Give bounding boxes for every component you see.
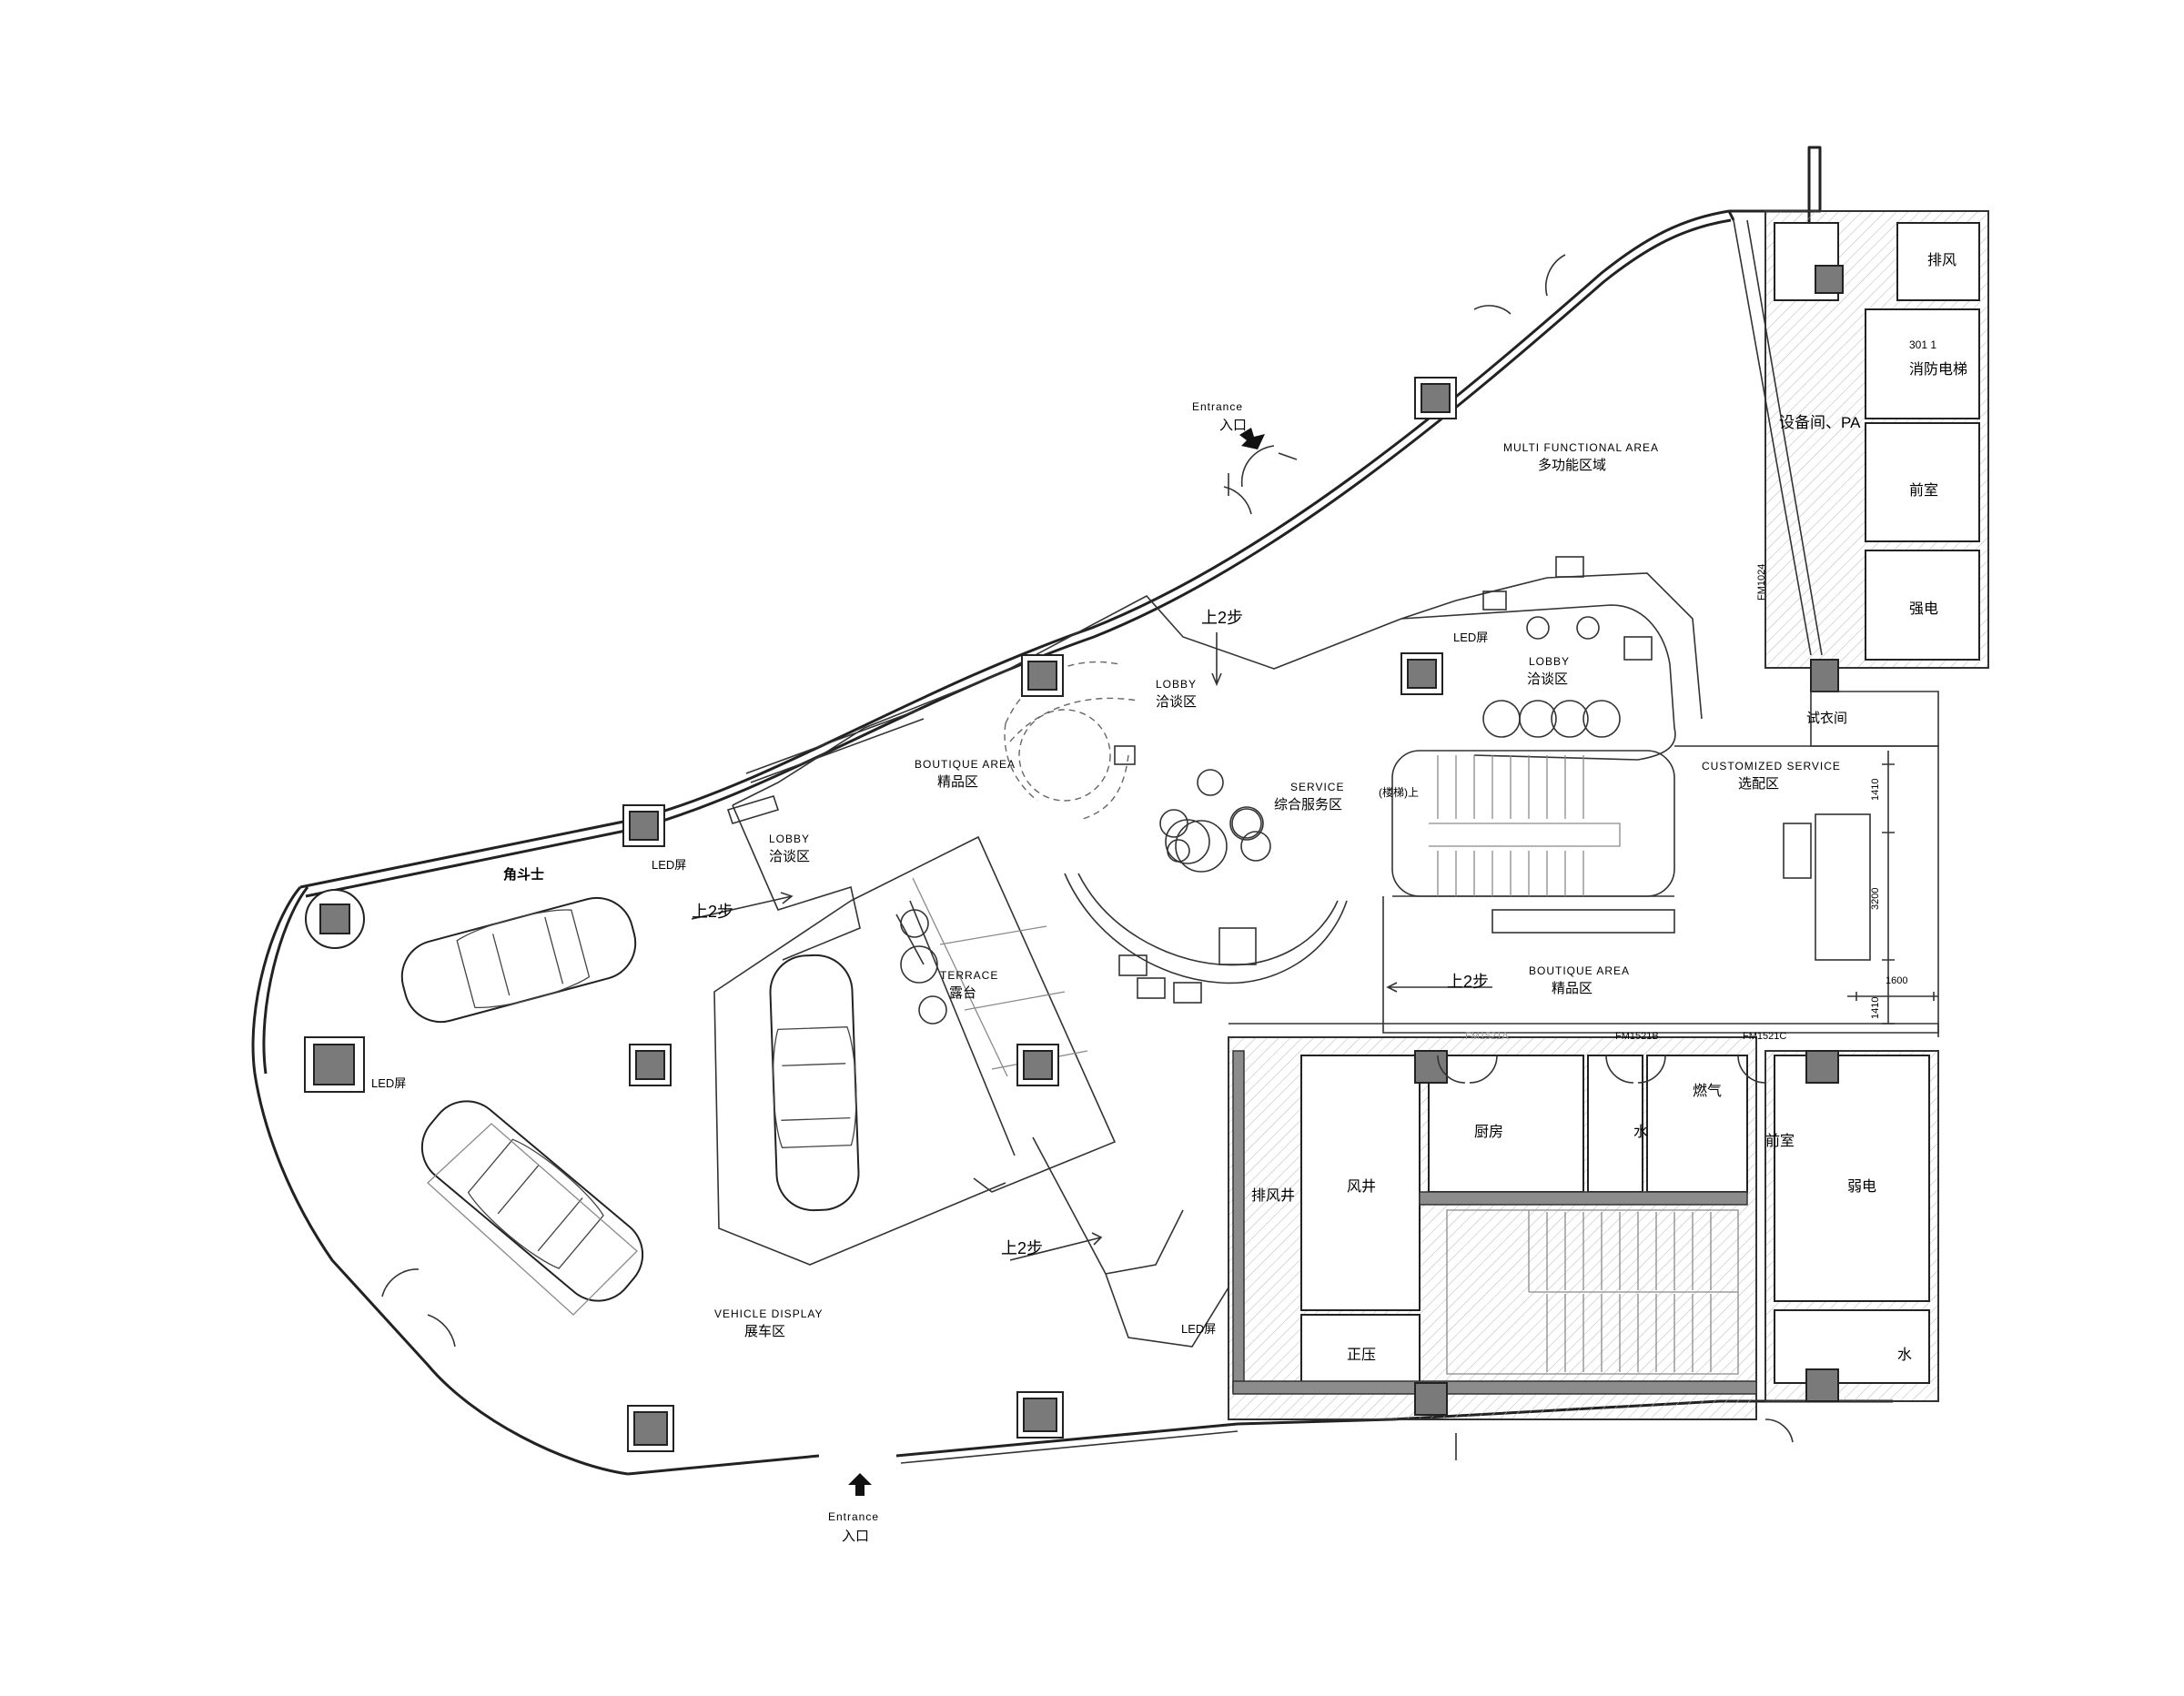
lobby-mid-en: LOBBY <box>1156 678 1198 691</box>
step-up-2: 上2步 <box>692 903 734 921</box>
fire-lift-label: 消防电梯 <box>1909 362 1968 378</box>
vehicle-display-cn: 展车区 <box>744 1324 786 1339</box>
service-en: SERVICE <box>1290 781 1345 793</box>
column <box>304 1036 365 1093</box>
column <box>622 804 665 847</box>
pressure-label: 正压 <box>1347 1348 1377 1363</box>
gas-label: 燃气 <box>1693 1084 1723 1099</box>
led-tag-4: LED屏 <box>1181 1322 1217 1336</box>
car-display-pad <box>427 1123 638 1316</box>
led-tag-1: LED屏 <box>1453 631 1489 644</box>
dimension-line <box>1847 751 1938 1025</box>
boutique-right-cn: 精品区 <box>1552 981 1593 996</box>
column <box>1016 1391 1064 1439</box>
entrance-bottom-en: Entrance <box>828 1510 880 1523</box>
vehicle-display-en: VEHICLE DISPLAY <box>714 1307 824 1320</box>
step-arrows <box>691 632 1492 1261</box>
column <box>627 1405 674 1452</box>
dim-1410-bottom: 1410 <box>1870 996 1881 1019</box>
weak-elec-label: 弱电 <box>1847 1179 1877 1195</box>
dim-3200: 3200 <box>1870 887 1881 910</box>
step-up-1: 上2步 <box>1201 609 1244 627</box>
ancillary-mid-label: 前室 <box>1765 1134 1795 1149</box>
gladiator-label: 角斗士 <box>503 867 545 883</box>
dim-1410-top: 1410 <box>1870 778 1881 801</box>
car <box>769 954 860 1212</box>
ancillary-top-label: 前室 <box>1909 483 1939 499</box>
water-label: 水 <box>1633 1125 1649 1140</box>
entrance-top-en: Entrance <box>1192 400 1244 413</box>
terrace-cn: 露台 <box>949 985 977 1001</box>
entrance-arrows <box>848 428 1265 1496</box>
exhaust-top-label: 排风 <box>1927 253 1957 268</box>
column <box>1021 654 1064 697</box>
step-up-4: 上2步 <box>1001 1239 1044 1257</box>
entrance-bottom-cn: 入口 <box>842 1529 870 1544</box>
fitting-room: 试衣间 <box>1806 711 1848 726</box>
interior-lines <box>713 572 1939 1348</box>
boutique-left-en: BOUTIQUE AREA <box>915 758 1016 771</box>
column <box>629 1044 672 1086</box>
column <box>1414 377 1457 419</box>
lobby-left-cn: 洽谈区 <box>769 849 811 864</box>
column <box>1016 1044 1059 1086</box>
terrace-en: TERRACE <box>940 969 999 982</box>
lift-code-label: 301 1 <box>1909 338 1937 351</box>
step-up-3: 上2步 <box>1447 973 1490 991</box>
lobby-right-cn: 洽谈区 <box>1527 671 1569 687</box>
car <box>420 1100 644 1302</box>
furniture <box>726 556 1871 1025</box>
dim-1600: 1600 <box>1886 975 1908 986</box>
door-code-fm: FM1024 <box>1756 563 1767 601</box>
entrance-top-cn: 入口 <box>1219 418 1248 433</box>
customized-cn: 选配区 <box>1738 776 1780 792</box>
boutique-left-cn: 精品区 <box>937 774 979 790</box>
water-bottom-label: 水 <box>1897 1348 1913 1363</box>
door-code-2: FM1521B <box>1615 1031 1659 1042</box>
lobby-right-en: LOBBY <box>1529 655 1571 668</box>
stairs-up: (楼梯)上 <box>1379 786 1419 799</box>
column <box>305 889 365 949</box>
lobby-left-en: LOBBY <box>769 833 811 845</box>
customized-en: CUSTOMIZED SERVICE <box>1702 760 1841 772</box>
service-cn: 综合服务区 <box>1274 797 1343 813</box>
led-tag-2: LED屏 <box>652 858 687 872</box>
air-shaft-label: 风井 <box>1347 1179 1377 1195</box>
door-code-3: FM1521C <box>1743 1031 1787 1042</box>
multi-functional-cn: 多功能区域 <box>1538 458 1607 473</box>
car <box>400 896 637 1024</box>
boutique-right-en: BOUTIQUE AREA <box>1529 964 1631 977</box>
led-tag-3: LED屏 <box>371 1076 407 1090</box>
column <box>1400 652 1443 695</box>
columns <box>304 377 1457 1452</box>
lobby-mid-cn: 洽谈区 <box>1156 694 1198 710</box>
service-core <box>1228 210 1989 1420</box>
multi-functional-en: MULTI FUNCTIONAL AREA <box>1503 441 1660 454</box>
door-code-1: FM1521A <box>1465 1031 1509 1042</box>
kitchen-label: 厨房 <box>1474 1125 1504 1140</box>
strong-elec-label: 强电 <box>1909 601 1939 617</box>
exhaust-shaft-label: 排风井 <box>1251 1188 1296 1204</box>
equipment-room: 设备间、PA <box>1779 414 1861 431</box>
doors <box>381 254 1794 1460</box>
